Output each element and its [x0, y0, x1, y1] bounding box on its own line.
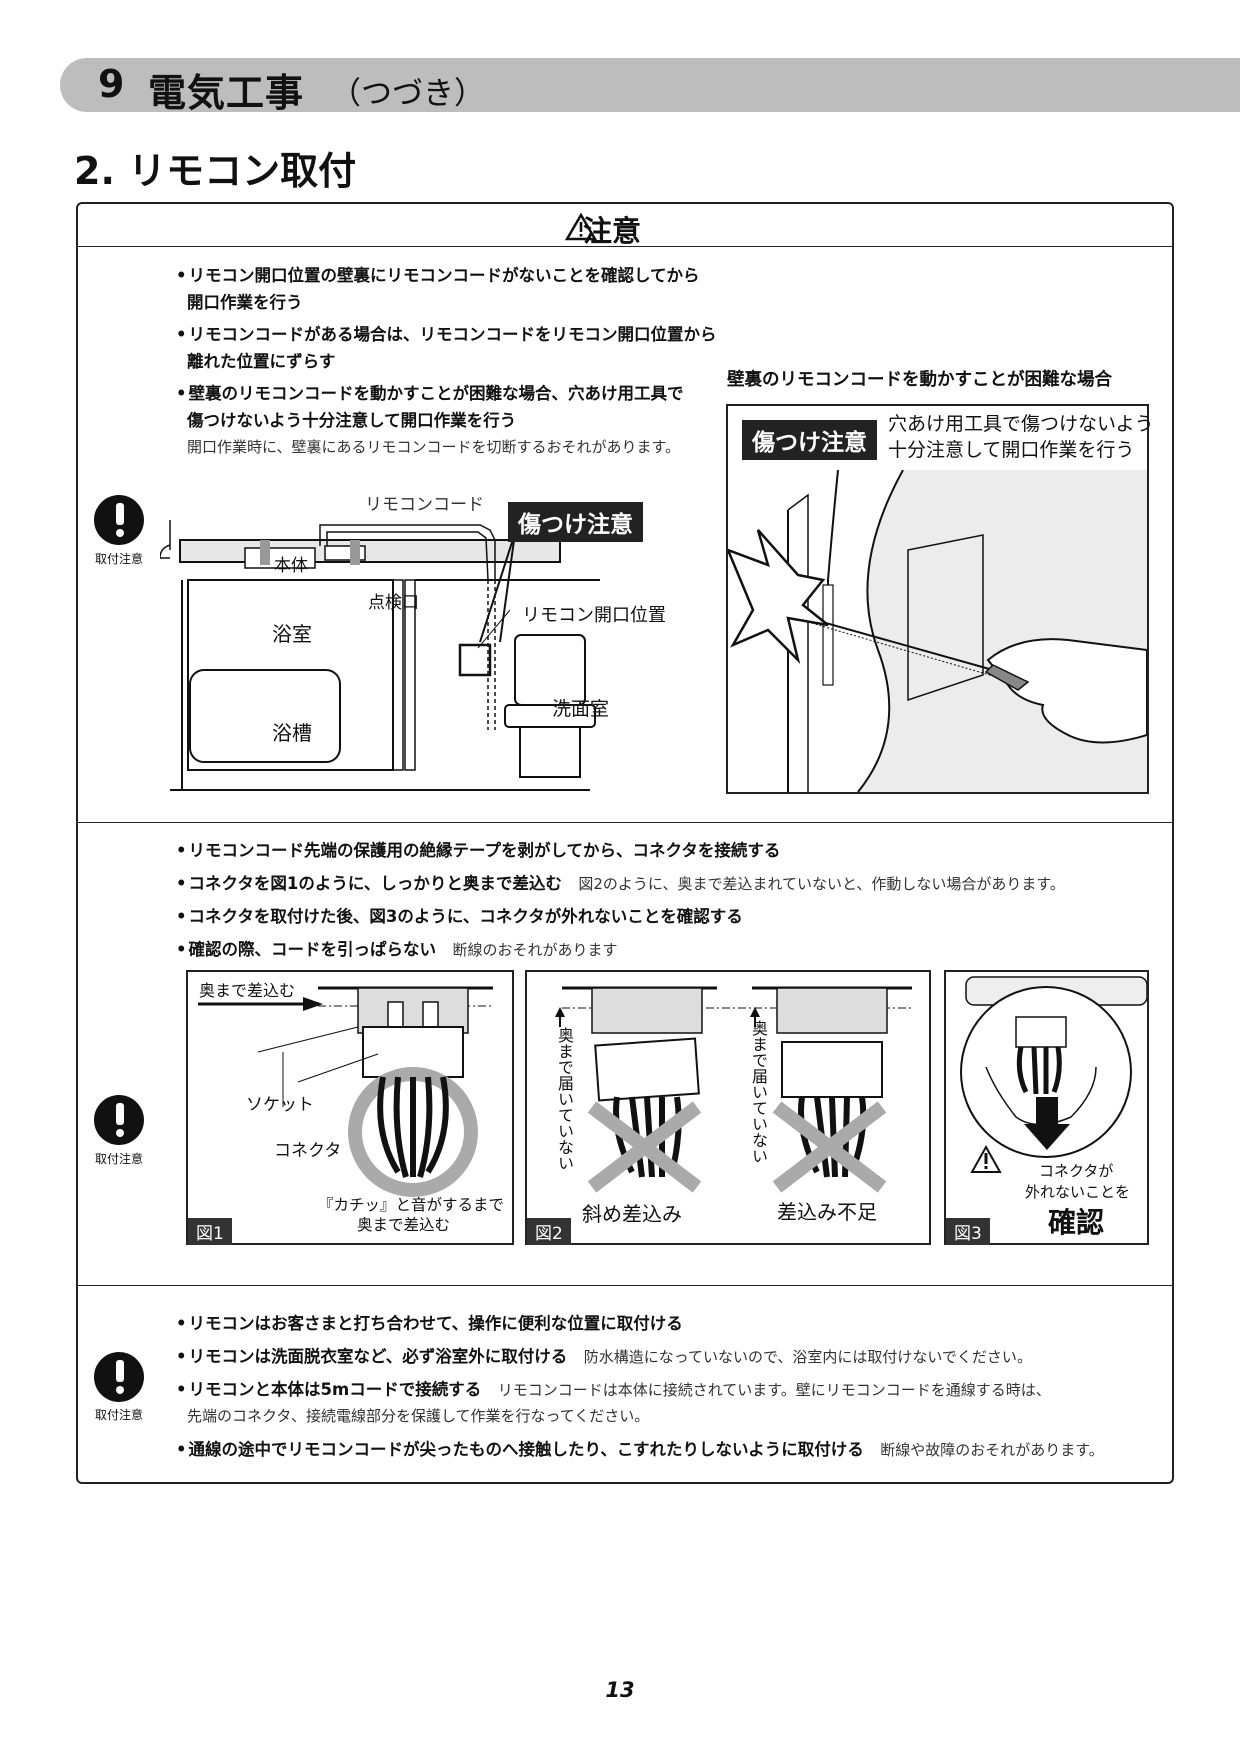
- caution-header: [78, 204, 1172, 247]
- figure-1-tag: 図1: [188, 1218, 232, 1245]
- body-label: 本体: [274, 556, 308, 576]
- note-text: 開口作業時に、壁裏にあるリモコンコードを切断するおそれがあります。: [187, 438, 681, 456]
- section-subtitle: （つづき）: [330, 76, 485, 112]
- section-number: 9: [98, 62, 125, 106]
- slant-insert-label: 斜め差込み: [582, 1202, 682, 1226]
- block-divider: [78, 822, 1172, 823]
- fig1-caption: 『カチッ』と音がするまで: [318, 1196, 505, 1214]
- must-icon: [94, 495, 144, 545]
- right-caption: 穴あけ用工具で傷つけないよう: [888, 413, 1154, 435]
- instruction-text: 通線の途中でリモコンコードが尖ったものへ接触したり、こすれたりしないように取付け…: [176, 1441, 1104, 1459]
- fig3-caption: コネクタが: [1039, 1162, 1114, 1180]
- instruction-text: コネクタを取付けた後、図3のように、コネクタが外れないことを確認する: [176, 908, 743, 926]
- instruction-text: 壁裏のリモコンコードを動かすことが困難な場合、穴あけ用工具で: [176, 385, 684, 403]
- fig3-caption: 外れないことを: [1025, 1183, 1131, 1201]
- figure-2-frame: [525, 970, 931, 1245]
- must-label: 取付注意: [94, 1408, 143, 1422]
- caution-title: 注意: [583, 214, 642, 248]
- drill-illustration: [728, 470, 1147, 792]
- figure-3-confirm-diagram: [960, 976, 1147, 1173]
- right-caption: 十分注意して開口作業を行う: [888, 439, 1135, 461]
- instruction-text: リモコンと本体は5mコードで接続する リモコンコードは本体に接続されています。壁…: [176, 1381, 1051, 1399]
- note-text: 先端のコネクタ、接続電線部分を保護して作業を行なってください。: [187, 1407, 650, 1425]
- warning-triangle-icon: [565, 213, 597, 241]
- block-divider: [78, 1285, 1172, 1286]
- not-reach-label: 奥まで届いていない: [555, 1027, 574, 1171]
- instruction-text: 確認の際、コードを引っぱらない 断線のおそれがあります: [176, 941, 618, 959]
- socket-label: ソケット: [246, 1095, 314, 1115]
- figure-2-tag: 図2: [527, 1218, 571, 1245]
- installation-diagram: [160, 520, 600, 791]
- must-label: 取付注意: [94, 1152, 143, 1166]
- instruction-text: 離れた位置にずらす: [187, 352, 336, 371]
- instruction-text: 開口作業を行う: [187, 293, 303, 312]
- drill-illustration-frame: [726, 404, 1149, 794]
- figure-1-connector-diagram: [198, 986, 493, 1197]
- must-label: 取付注意: [94, 552, 143, 566]
- insert-label: 奥まで差込む: [199, 981, 296, 1000]
- instruction-text: リモコンコード先端の保護用の絶縁テープを剥がしてから、コネクタを接続する: [176, 842, 781, 860]
- figure-2-incorrect-diagram: [555, 986, 912, 1193]
- section-header-band: [60, 58, 1240, 112]
- remote-position-label: リモコン開口位置: [522, 601, 666, 627]
- washroom-label: 洗面室: [552, 698, 610, 720]
- instruction-text: コネクタを図1のように、しっかりと奥まで差込む 図2のように、奥まで差込まれてい…: [176, 875, 1065, 893]
- fig1-caption: 奥まで差込む: [357, 1216, 451, 1234]
- not-reach-label: 奥まで届いていない: [749, 1020, 768, 1164]
- page-title: 2. リモコン取付: [74, 149, 357, 193]
- figure-3-tag: 図3: [946, 1218, 990, 1245]
- right-heading: 壁裏のリモコンコードを動かすことが困難な場合: [727, 370, 1112, 390]
- short-insert-label: 差込み不足: [777, 1200, 877, 1224]
- hurt-caution-label: 傷つけ注意: [742, 420, 877, 460]
- instruction-text: リモコンコードがある場合は、リモコンコードをリモコン開口位置から: [176, 326, 717, 344]
- hurt-caution-label: 傷つけ注意: [508, 502, 643, 542]
- instruction-text: リモコン開口位置の壁裏にリモコンコードがないことを確認してから: [176, 267, 700, 285]
- inspection-label: 点検口: [368, 593, 419, 613]
- section-title: 電気工事: [148, 71, 305, 115]
- confirm-label: 確認: [1048, 1206, 1105, 1239]
- figure-1-frame: [186, 970, 514, 1245]
- instruction-text: リモコンは洗面脱衣室など、必ず浴室外に取付ける 防水構造になっていないので、浴室…: [176, 1348, 1032, 1366]
- bathroom-label: 浴室: [272, 622, 312, 646]
- bathtub-label: 浴槽: [272, 721, 312, 745]
- instruction-text: リモコンはお客さまと打ち合わせて、操作に便利な位置に取付ける: [176, 1315, 683, 1333]
- must-icon: [94, 1352, 144, 1402]
- caution-box: [76, 202, 1174, 1484]
- page-number: 13: [605, 1678, 635, 1702]
- must-icon: [94, 1095, 144, 1145]
- connector-label: コネクタ: [274, 1141, 342, 1161]
- instruction-text: 傷つけないよう十分注意して開口作業を行う: [187, 411, 517, 430]
- figure-3-frame: [944, 970, 1149, 1245]
- cord-label: リモコンコード: [365, 495, 484, 515]
